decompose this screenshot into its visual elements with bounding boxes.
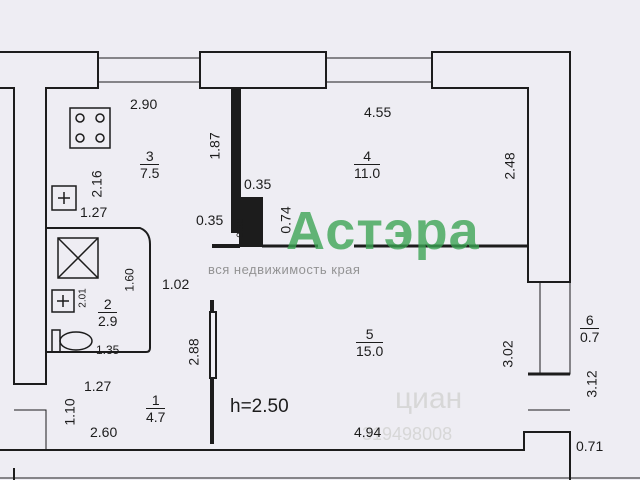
wall-right-pier xyxy=(431,51,571,283)
wall-top-pier xyxy=(199,51,327,89)
dim-1-60: 1.60 xyxy=(122,268,137,292)
ceiling-height: h=2.50 xyxy=(230,396,289,417)
dim-3-12: 3.12 xyxy=(583,370,600,398)
watermark-cian: циан xyxy=(395,382,463,415)
dim-2-16: 2.16 xyxy=(88,170,105,198)
sink-icon xyxy=(51,185,77,211)
dim-2-48: 2.48 xyxy=(501,152,518,180)
dim-1-87: 1.87 xyxy=(206,132,223,160)
wall-bottom xyxy=(0,431,571,480)
watermark-tagline: вся недвижимость края xyxy=(208,262,361,277)
room-1-label: 1 4.7 xyxy=(146,392,166,425)
dim-0-74: 0.74 xyxy=(277,206,294,234)
room-4-label: 4 11.0 xyxy=(354,148,381,181)
dim-0-71: 0.71 xyxy=(576,438,604,454)
dim-1-27-bottom: 1.27 xyxy=(84,378,112,394)
dim-4-55: 4.55 xyxy=(364,104,392,120)
dim-0-35-a: 0.35 xyxy=(244,176,272,192)
dim-1-10: 1.10 xyxy=(61,398,78,426)
dim-2-60: 2.60 xyxy=(90,424,118,440)
washbasin-icon xyxy=(51,289,75,313)
shower-icon xyxy=(57,237,99,279)
dim-1-35: 1.35 xyxy=(96,343,120,357)
room-3-label: 3 7.5 xyxy=(140,148,160,181)
room-2-label: 2 2.9 xyxy=(98,296,118,329)
dim-0-35-b: 0.35 xyxy=(196,212,224,228)
dim-3-02: 3.02 xyxy=(499,340,516,368)
room-6-label: 6 0.7 xyxy=(580,312,600,345)
watermark-cian-id: 319498008 xyxy=(362,424,453,444)
dim-0-60: 0.60 xyxy=(235,218,247,238)
dim-1-02: 1.02 xyxy=(162,276,190,292)
dim-1-27-top: 1.27 xyxy=(80,204,108,220)
watermark-logo: Астэра xyxy=(286,201,480,261)
dim-2-01: 2.01 xyxy=(77,288,89,308)
room-5-label: 5 15.0 xyxy=(356,326,384,359)
stove-icon xyxy=(69,107,111,149)
dim-2-88: 2.88 xyxy=(185,338,202,366)
balcony-outline xyxy=(539,281,571,375)
dim-4-94: 4.94 xyxy=(354,424,382,440)
dim-2-90: 2.90 xyxy=(130,96,158,112)
toilet-icon xyxy=(51,329,93,353)
